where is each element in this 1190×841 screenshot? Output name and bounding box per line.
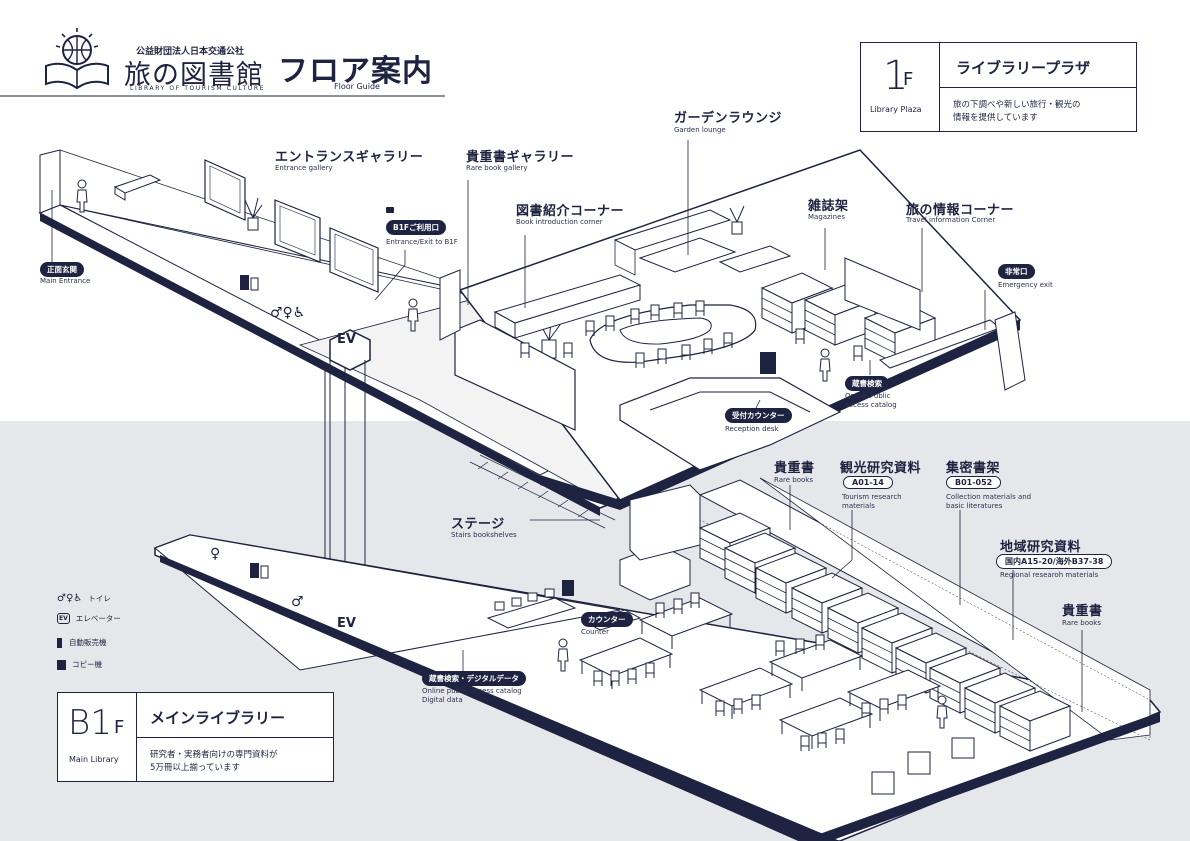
garden-lounge-label: ガーデンラウンジ	[674, 111, 783, 126]
tourism-research-label: 観光研究資料	[840, 461, 922, 476]
entrance-gallery-label: エントランスギャラリー	[275, 150, 424, 165]
floor-b1f-name-en: Main Library	[69, 755, 119, 764]
emergency-exit-pill: 非常口	[998, 264, 1035, 279]
floor-1f-name: ライブラリープラザ	[956, 59, 1091, 77]
brand-org: 公益財団法人日本交通公社	[136, 47, 245, 57]
b1-entrance-label-en: Entrance/Exit to B1F	[386, 238, 458, 246]
rare-gallery-label-en: Rare book gallery	[466, 164, 528, 172]
catalog-label-en-1: Online Public	[845, 392, 891, 400]
restroom-1f-icon: ♂♀♿	[270, 305, 306, 321]
floor-b1f-desc-2: 5万冊以上揃っています	[150, 763, 240, 773]
floor-1f-panel: 1 F Library Plaza ライブラリープラザ 旅の下調べや新しい旅行・…	[860, 42, 1137, 132]
digital-data-pill: 蔵書検索・デジタルデータ	[422, 671, 526, 686]
restroom-icon: ♂♀♿	[57, 593, 83, 604]
closed-stacks-label-en-2: basic literatures	[946, 502, 1003, 510]
closed-stacks-label: 集密書架	[946, 461, 1001, 476]
floor-b1f-number: B1	[68, 703, 112, 743]
reception-label-en: Reception desk	[725, 425, 779, 433]
page-subtitle: Floor Guide	[334, 82, 380, 91]
garden-lounge-label-en: Garden lounge	[674, 126, 726, 134]
rare-gallery-label: 貴重書ギャラリー	[466, 150, 575, 165]
brand-name-en: LIBRARY OF TOURISM CULTURE	[130, 85, 266, 92]
digital-data-label-en-1: Online public access catalog	[422, 687, 522, 695]
counter-pill: カウンター	[581, 612, 633, 627]
legend-label: トイレ	[88, 594, 111, 603]
rare-books-label: 貴重書	[774, 461, 815, 476]
travel-info-label: 旅の情報コーナー	[906, 203, 1015, 218]
floor-b1f-panel: B1 F Main Library メインライブラリー 研究者・実務者向けの専門…	[57, 692, 334, 782]
counter-label-en: Counter	[581, 628, 609, 636]
catalog-label-en-2: access catalog	[845, 401, 897, 409]
entrance-gallery-label-en: Entrance gallery	[275, 164, 333, 172]
floor-1f-desc-2: 情報を提供しています	[953, 113, 1038, 123]
legend-label: 自動販売機	[69, 638, 107, 647]
digital-data-label-en-2: Digital data	[422, 696, 463, 704]
logo-icon	[42, 26, 112, 92]
tourism-research-label-en-2: materials	[842, 502, 875, 510]
lock-icon	[386, 207, 394, 213]
restroom-b1f-male-icon: ♂	[291, 594, 304, 610]
emergency-exit-label-en: Emergency exit	[998, 281, 1053, 289]
elevator-icon: EV	[57, 613, 70, 624]
tourism-research-label-en-1: Tourism research	[842, 493, 902, 501]
floor-b1f-number-cell: B1 F Main Library	[58, 693, 137, 781]
travel-info-label-en: Travel information Corner	[906, 216, 996, 224]
floor-1f-desc-1: 旅の下調べや新しい旅行・観光の	[953, 100, 1081, 110]
regional-research-label: 地域研究資料	[1000, 540, 1082, 555]
brand-name: 旅の図書館	[124, 60, 264, 91]
floor-b1f-desc-1: 研究者・実務者向けの専門資料が	[150, 750, 278, 760]
stage-label: ステージ	[451, 517, 505, 532]
floor-1f-name-en: Library Plaza	[870, 105, 922, 114]
legend-restroom: ♂♀♿ トイレ	[57, 593, 111, 604]
regional-research-label-en: Regional researoh materials	[1000, 571, 1099, 579]
legend-elevator: EV エレベーター	[57, 613, 121, 624]
floor-1f-letter: F	[903, 69, 914, 90]
magazines-label-en: Magazines	[808, 213, 846, 221]
rare-books-b1-label: 貴重書	[1062, 604, 1103, 619]
book-intro-label-en: Book introduction corner	[516, 218, 603, 226]
copier-icon	[57, 659, 66, 670]
floor-1f-number: 1	[883, 53, 909, 99]
regional-research-code: 国内A15-20/海外B37-38	[996, 554, 1113, 569]
floor-b1f-letter: F	[114, 717, 125, 738]
rare-books-label-en: Rare books	[774, 476, 813, 484]
main-entrance-label-en: Main Entrance	[40, 277, 91, 285]
magazines-label: 雑誌架	[808, 199, 849, 214]
tourism-research-code: A01-14	[843, 476, 893, 489]
closed-stacks-label-en-1: Collection materials and	[946, 493, 1032, 501]
restroom-b1f-female-icon: ♀	[210, 546, 221, 562]
elevator-1f-label: EV	[337, 332, 356, 347]
floor-1f-number-cell: 1 F Library Plaza	[861, 43, 940, 131]
legend-label: エレベーター	[75, 614, 121, 623]
elevator-b1f-label: EV	[337, 616, 356, 631]
closed-stacks-code: B01-052	[946, 476, 1002, 489]
vending-machine-icon	[57, 637, 62, 648]
legend-copier: コピー機	[57, 659, 102, 670]
b1-entrance-pill: B1Fご利用口	[386, 220, 447, 235]
floor-b1f-name: メインライブラリー	[150, 709, 286, 727]
page-title: フロア案内	[278, 54, 433, 89]
stage-label-en: Stairs bookshelves	[451, 531, 517, 539]
legend-vending: 自動販売機	[57, 637, 107, 648]
catalog-pill: 蔵書検索	[845, 376, 889, 391]
book-intro-label: 図書紹介コーナー	[516, 204, 625, 219]
rare-books-b1-label-en: Rare books	[1062, 619, 1101, 627]
legend-label: コピー機	[72, 660, 102, 669]
main-entrance-pill: 正面玄関	[40, 262, 84, 277]
reception-pill: 受付カウンター	[725, 408, 792, 423]
